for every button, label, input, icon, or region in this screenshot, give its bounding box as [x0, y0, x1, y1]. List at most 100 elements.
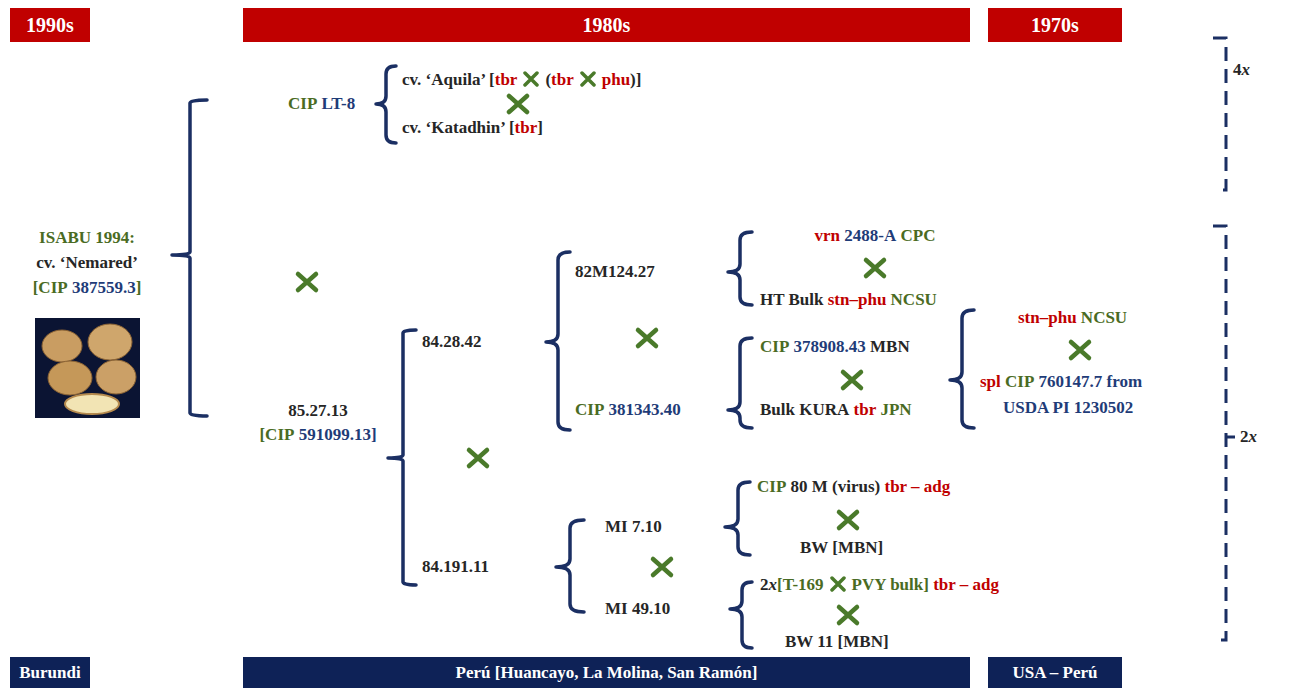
pedigree-line: MI 7.10	[605, 517, 662, 537]
ploidy-bracket	[1213, 226, 1226, 640]
pedigree-label: 82M124.27	[575, 262, 655, 281]
pedigree-brace	[172, 100, 207, 416]
potato-tuber	[96, 360, 136, 394]
pedigree-line: USDA PI 1230502	[1003, 398, 1133, 418]
pedigree-label: 2	[1240, 427, 1249, 446]
pedigree-label: vrn	[815, 226, 841, 245]
pedigree-label: [CIP	[33, 278, 68, 297]
pedigree-brace	[556, 520, 584, 612]
potato-tuber	[88, 324, 132, 360]
bar-label: USA – Perú	[1013, 663, 1098, 683]
pedigree-line: [CIP387559.3]	[33, 278, 142, 298]
pedigree-label: 381343.40	[609, 400, 681, 419]
pedigree-label: tbr	[495, 70, 518, 89]
cross-symbol	[843, 372, 861, 388]
pedigree-label: cv. ‘Katadhin’ [	[402, 118, 515, 137]
pedigree-label: MI 49.10	[605, 599, 670, 618]
pedigree-label: NCSU	[891, 290, 937, 309]
pedigree-line: Bulk KURA tbrJPN	[760, 400, 912, 420]
cross-symbol	[522, 71, 540, 87]
pedigree-label: x	[1249, 427, 1258, 446]
potato-cut-half	[65, 394, 119, 414]
pedigree-line: CIP378908.43MBN	[760, 337, 910, 357]
cross-stroke	[832, 578, 844, 590]
pedigree-label: JPN	[880, 400, 911, 419]
place-bar: USA – Perú	[988, 657, 1122, 688]
cross-symbol	[469, 450, 487, 466]
pedigree-label: (	[545, 70, 551, 89]
pedigree-brace	[388, 330, 416, 585]
pedigree-line: 85.27.13	[288, 401, 348, 421]
bar-label: Perú [Huancayo, La Molina, San Ramón]	[456, 663, 758, 683]
pedigree-line: ISABU 1994:	[39, 228, 135, 248]
potato-photo	[35, 318, 140, 418]
cross-stroke	[525, 73, 537, 85]
pedigree-label: ]	[537, 118, 543, 137]
pedigree-line: CIP 381343.40	[575, 400, 681, 420]
cross-symbol	[1071, 342, 1089, 358]
cross-symbol	[579, 71, 597, 87]
pedigree-line: MI 49.10	[605, 599, 670, 619]
pedigree-line: 82M124.27	[575, 262, 655, 282]
pedigree-label: [T-169	[777, 575, 824, 594]
pedigree-label: BW [MBN]	[800, 538, 883, 557]
pedigree-label: CIP	[575, 400, 604, 419]
pedigree-label: tbr – adg	[933, 575, 999, 594]
pedigree-label: x	[1242, 60, 1251, 79]
place-bar: Burundi	[10, 657, 90, 688]
era-bar: 1990s	[10, 8, 90, 42]
pedigree-line: CIP80 M (virus)tbr – adg	[757, 477, 950, 497]
pedigree-label: MI 7.10	[605, 517, 662, 536]
pedigree-label: [CIP	[259, 425, 294, 444]
pedigree-label: stn–phu	[828, 290, 887, 309]
pedigree-label: 84.191.11	[422, 557, 489, 576]
pedigree-line: HT Bulk stn–phuNCSU	[760, 290, 937, 310]
ploidy-bracket	[1226, 436, 1235, 439]
pedigree-label: cv. ‘Aquila’ [	[402, 70, 495, 89]
pedigree-line: [CIP591099.13]	[259, 425, 376, 445]
pedigree-label: tbr	[551, 70, 574, 89]
pedigree-label: 85.27.13	[288, 401, 348, 420]
pedigree-label: HT Bulk	[760, 290, 823, 309]
potato-tuber	[42, 330, 82, 362]
pedigree-line: BW [MBN]	[800, 538, 883, 558]
pedigree-line: 84.191.11	[422, 557, 489, 577]
pedigree-label: 84.28.42	[422, 332, 482, 351]
cross-symbol	[653, 559, 671, 575]
cross-symbol	[839, 607, 857, 623]
cross-stroke	[582, 73, 594, 85]
pedigree-label: x	[769, 575, 778, 594]
pedigree-label: CIP	[1005, 372, 1034, 391]
pedigree-label: 760147.7 from	[1039, 372, 1143, 391]
pedigree-label: 80 M (virus)	[791, 477, 881, 496]
pedigree-brace	[728, 338, 752, 428]
pedigree-line: 84.28.42	[422, 332, 482, 352]
pedigree-label: ]	[136, 278, 142, 297]
bar-label: 1980s	[583, 14, 631, 37]
bar-label: 1990s	[26, 14, 74, 37]
pedigree-label: spl	[980, 372, 1001, 391]
pedigree-label: )]	[630, 70, 641, 89]
bar-label: Burundi	[19, 663, 80, 683]
pedigree-line: BW 11 [MBN]	[785, 632, 889, 652]
cross-symbol	[829, 576, 847, 592]
pedigree-label: CPC	[901, 226, 936, 245]
era-bar: 1980s	[243, 8, 970, 42]
ploidy-bracket	[1213, 38, 1226, 190]
pedigree-label: phu	[602, 70, 630, 89]
pedigree-label: 387559.3	[72, 278, 136, 297]
pedigree-label: tbr	[854, 400, 877, 419]
pedigree-brace	[730, 582, 752, 648]
pedigree-label: 378908.43	[794, 337, 866, 356]
pedigree-label: Bulk KURA	[760, 400, 849, 419]
pedigree-line: vrn2488-ACPC	[815, 226, 936, 246]
cross-symbol	[509, 96, 527, 112]
cross-symbol	[298, 274, 316, 290]
pedigree-label: tbr – adg	[885, 477, 951, 496]
pedigree-label: 4	[1233, 60, 1242, 79]
potato-tuber	[48, 361, 92, 395]
pedigree-brace	[950, 310, 974, 428]
pedigree-label: CIP	[760, 337, 789, 356]
pedigree-brace	[728, 232, 752, 305]
